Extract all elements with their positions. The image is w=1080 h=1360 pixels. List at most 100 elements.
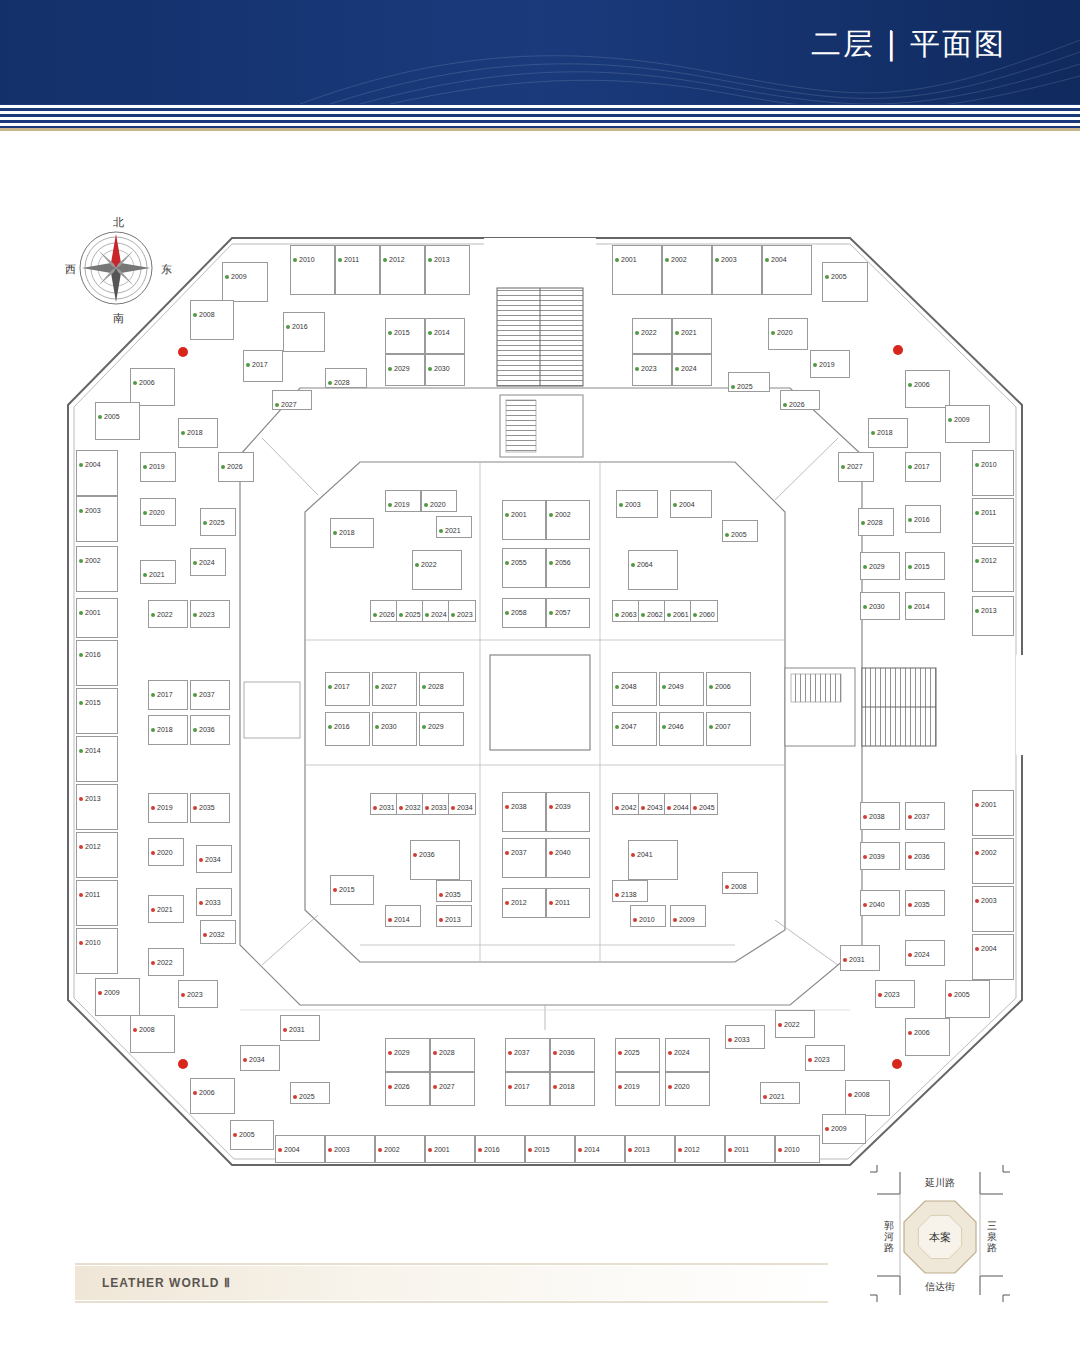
unit-text: 2020 (777, 329, 793, 336)
unit-dot (848, 1093, 852, 1097)
unit-text: 2038 (869, 813, 885, 820)
unit-number: 2012 (678, 1145, 700, 1154)
unit-text: 2026 (789, 401, 805, 408)
unit-number: 2021 (675, 328, 697, 337)
compass (80, 232, 152, 304)
unit-dot (948, 418, 952, 422)
unit-text: 2030 (381, 723, 397, 730)
unit-number: 2033 (425, 803, 447, 812)
shop-unit: 2002 (76, 546, 118, 592)
unit-number: 2003 (975, 896, 997, 905)
unit-number: 2040 (549, 848, 571, 857)
shop-unit: 2027 (372, 672, 417, 706)
shop-unit: 2007 (706, 712, 751, 746)
shop-unit: 2003 (616, 490, 658, 518)
unit-dot (505, 561, 509, 565)
unit-dot (133, 1028, 137, 1032)
unit-text: 2002 (671, 256, 687, 263)
unit-number: 2030 (863, 602, 885, 611)
unit-dot (549, 901, 553, 905)
unit-number: 2027 (375, 682, 397, 691)
unit-dot (193, 613, 197, 617)
shop-unit: 2016 (325, 712, 370, 746)
shop-unit: 2003 (325, 1135, 375, 1163)
unit-text: 2013 (85, 795, 101, 802)
unit-text: 2055 (511, 559, 527, 566)
shop-unit: 2011 (546, 888, 590, 918)
unit-text: 2030 (434, 365, 450, 372)
shop-unit: 2002 (375, 1135, 425, 1163)
unit-text: 2027 (847, 463, 863, 470)
unit-dot (79, 559, 83, 563)
unit-number: 2004 (278, 1145, 300, 1154)
shop-unit: 2035 (436, 880, 472, 902)
shop-unit: 2006 (706, 672, 751, 706)
unit-text: 2018 (157, 726, 173, 733)
unit-text: 2001 (981, 801, 997, 808)
site-outline (904, 1201, 976, 1273)
unit-dot (278, 1148, 282, 1152)
unit-dot (728, 1148, 732, 1152)
shop-unit: 2003 (76, 496, 118, 542)
unit-text: 2056 (555, 559, 571, 566)
unit-text: 2002 (981, 849, 997, 856)
red-marker (178, 345, 903, 1069)
unit-text: 2049 (668, 683, 684, 690)
unit-dot (151, 806, 155, 810)
header-rule (0, 128, 1080, 131)
unit-dot (675, 367, 679, 371)
unit-number: 2003 (79, 506, 101, 515)
unit-number: 2009 (673, 915, 695, 924)
unit-number: 2009 (225, 272, 247, 281)
unit-number: 2030 (428, 364, 450, 373)
shop-unit: 2002 (662, 245, 712, 295)
unit-text: 2023 (884, 991, 900, 998)
unit-number: 2033 (199, 898, 221, 907)
site-inner (918, 1215, 961, 1258)
shop-unit: 2017 (505, 1072, 550, 1106)
road-name: 延川路 (925, 1176, 955, 1190)
unit-text: 2064 (637, 561, 653, 568)
unit-text: 2016 (292, 323, 308, 330)
unit-number: 2046 (662, 722, 684, 731)
header-stripes (0, 104, 1080, 130)
shop-unit: 2006 (905, 370, 950, 408)
unit-text: 2062 (647, 611, 663, 618)
shop-unit: 2019 (810, 350, 850, 378)
shop-unit: 2037 (190, 680, 230, 710)
unit-text: 2035 (445, 891, 461, 898)
unit-dot (151, 613, 155, 617)
shop-unit: 2009 (670, 905, 706, 927)
shop-unit: 2046 (659, 712, 704, 746)
shop-unit: 2018 (550, 1072, 595, 1106)
unit-text: 2013 (981, 607, 997, 614)
brand-band (75, 1266, 828, 1300)
unit-text: 2014 (85, 747, 101, 754)
unit-text: 2015 (339, 886, 355, 893)
unit-number: 2034 (451, 803, 473, 812)
unit-dot (413, 853, 417, 857)
shop-unit: 2004 (670, 490, 712, 518)
shop-unit: 2035 (905, 890, 945, 916)
unit-number: 2024 (668, 1048, 690, 1057)
unit-text: 2001 (434, 1146, 450, 1153)
unit-dot (428, 1148, 432, 1152)
unit-number: 2013 (975, 606, 997, 615)
unit-number: 2001 (975, 800, 997, 809)
unit-dot (615, 258, 619, 262)
shop-unit: 2022 (632, 318, 672, 354)
unit-number: 2014 (908, 602, 930, 611)
unit-number: 2041 (631, 850, 653, 859)
unit-text: 2028 (334, 379, 350, 386)
unit-text: 2048 (621, 683, 637, 690)
unit-number: 2022 (151, 958, 173, 967)
shop-unit: 2030 (372, 712, 417, 746)
shop-unit: 2047 (612, 712, 657, 746)
unit-text: 2015 (85, 699, 101, 706)
unit-dot (508, 1085, 512, 1089)
shop-unit: 2027 (272, 390, 312, 410)
shop-unit: 2023 (178, 980, 218, 1008)
unit-text: 2025 (405, 611, 421, 618)
unit-text: 2020 (149, 509, 165, 516)
shop-unit: 2011 (725, 1135, 775, 1163)
